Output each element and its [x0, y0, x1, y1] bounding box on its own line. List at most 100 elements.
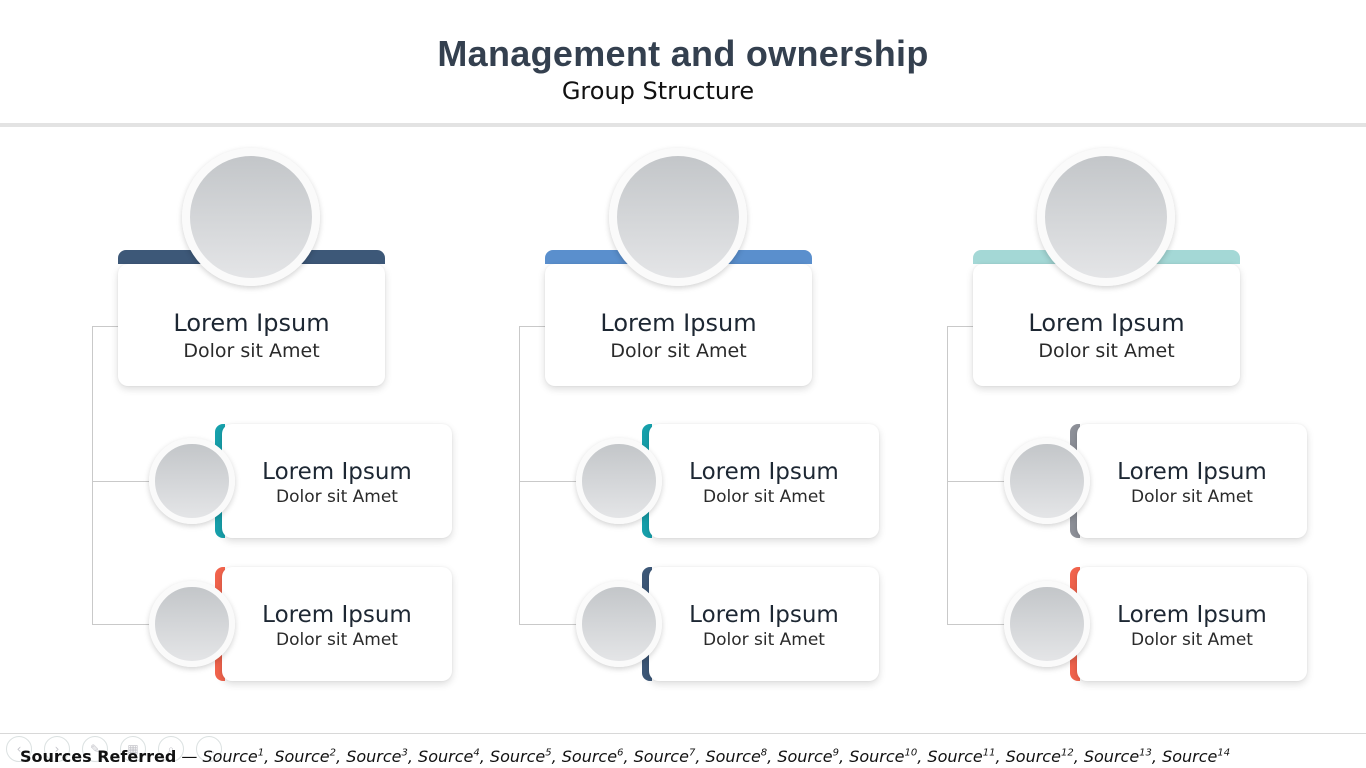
connector-branch — [92, 624, 150, 625]
connector-branch — [947, 481, 1005, 482]
connector-branch — [92, 326, 118, 327]
header-divider — [0, 123, 1366, 127]
member-card-subtitle: Dolor sit Amet — [1131, 630, 1253, 650]
avatar — [576, 581, 662, 667]
member-card-subtitle: Dolor sit Amet — [276, 630, 398, 650]
next-icon[interactable]: › — [44, 736, 70, 762]
sources-list: Source1, Source2, Source3, Source4, Sour… — [202, 747, 1230, 766]
connector-vertical — [519, 326, 520, 625]
connector-branch — [519, 481, 577, 482]
zoom-icon[interactable]: ⌕ — [158, 736, 184, 762]
member-card-title: Lorem Ipsum — [1117, 602, 1267, 628]
sources-label: Sources Referred — [20, 747, 177, 766]
source-number: 13 — [1139, 747, 1152, 759]
more-icon[interactable]: … — [196, 736, 222, 762]
source-separator: , — [839, 747, 850, 766]
connector-branch — [519, 326, 545, 327]
source-ref[interactable]: Source9 — [777, 747, 840, 766]
connector-branch — [519, 624, 577, 625]
source-separator: , — [995, 747, 1006, 766]
source-ref[interactable]: Source13 — [1083, 747, 1152, 766]
avatar — [609, 148, 747, 286]
member-card-subtitle: Dolor sit Amet — [703, 630, 825, 650]
head-card-title: Lorem Ipsum — [173, 309, 330, 337]
head-card-title: Lorem Ipsum — [600, 309, 757, 337]
source-ref[interactable]: Source4 — [418, 747, 480, 766]
member-card — [222, 424, 452, 538]
member-card — [1077, 424, 1307, 538]
source-ref[interactable]: Source6 — [561, 747, 624, 766]
prev-icon[interactable]: ‹ — [6, 736, 32, 762]
member-card-title: Lorem Ipsum — [262, 602, 412, 628]
source-number: 3 — [401, 747, 408, 759]
source-number: 1 — [257, 747, 265, 759]
source-separator: , — [1073, 747, 1084, 766]
source-number: 14 — [1217, 747, 1231, 759]
source-ref[interactable]: Source2 — [274, 747, 337, 766]
member-card — [649, 424, 879, 538]
connector-branch — [947, 326, 973, 327]
source-separator: , — [336, 747, 347, 766]
sources-footer: Sources Referred — Source1, Source2, Sou… — [20, 747, 1230, 766]
member-card-subtitle: Dolor sit Amet — [276, 487, 398, 507]
member-card-title: Lorem Ipsum — [689, 602, 839, 628]
avatar — [1004, 581, 1090, 667]
source-ref[interactable]: Source5 — [489, 747, 552, 766]
source-ref[interactable]: Source8 — [705, 747, 768, 766]
source-number: 4 — [473, 747, 480, 759]
slides-icon[interactable]: ▦ — [120, 736, 146, 762]
source-number: 6 — [617, 747, 624, 759]
connector-branch — [947, 624, 1005, 625]
source-separator: , — [623, 747, 634, 766]
avatar — [149, 581, 235, 667]
member-card-title: Lorem Ipsum — [1117, 459, 1267, 485]
source-ref[interactable]: Source10 — [849, 747, 918, 766]
source-ref[interactable]: Source12 — [1005, 747, 1074, 766]
connector-branch — [92, 481, 150, 482]
source-ref[interactable]: Source14 — [1162, 747, 1231, 766]
source-number: 12 — [1060, 747, 1074, 759]
source-number: 7 — [688, 747, 696, 759]
page-subtitle: Group Structure — [561, 77, 755, 105]
member-card-subtitle: Dolor sit Amet — [1131, 487, 1253, 507]
avatar — [576, 438, 662, 524]
source-number: 2 — [329, 747, 337, 759]
source-separator: , — [479, 747, 490, 766]
member-card — [1077, 567, 1307, 681]
footer-divider — [0, 733, 1366, 734]
member-card — [649, 567, 879, 681]
source-separator: , — [1151, 747, 1163, 766]
source-ref[interactable]: Source1 — [202, 747, 265, 766]
source-number: 11 — [982, 747, 996, 759]
source-separator: , — [695, 747, 706, 766]
head-card-title: Lorem Ipsum — [1028, 309, 1185, 337]
source-separator: , — [551, 747, 562, 766]
source-separator: , — [407, 747, 419, 766]
source-number: 9 — [832, 747, 840, 759]
source-number: 10 — [904, 747, 918, 759]
head-card-subtitle: Dolor sit Amet — [183, 340, 320, 362]
member-card — [222, 567, 452, 681]
avatar — [1004, 438, 1090, 524]
pen-icon[interactable]: ✎ — [82, 736, 108, 762]
member-card-subtitle: Dolor sit Amet — [703, 487, 825, 507]
source-number: 8 — [760, 747, 768, 759]
source-separator: , — [264, 747, 275, 766]
connector-vertical — [92, 326, 93, 625]
head-card-subtitle: Dolor sit Amet — [610, 340, 747, 362]
source-ref[interactable]: Source3 — [346, 747, 408, 766]
page-title: Management and ownership — [437, 33, 929, 74]
source-ref[interactable]: Source7 — [633, 747, 696, 766]
sources-separator: — — [176, 747, 203, 766]
head-card-subtitle: Dolor sit Amet — [1038, 340, 1175, 362]
source-number: 5 — [545, 747, 552, 759]
member-card-title: Lorem Ipsum — [262, 459, 412, 485]
avatar — [1037, 148, 1175, 286]
member-card-title: Lorem Ipsum — [689, 459, 839, 485]
source-separator: , — [917, 747, 928, 766]
source-separator: , — [767, 747, 778, 766]
source-ref[interactable]: Source11 — [927, 747, 996, 766]
avatar — [182, 148, 320, 286]
avatar — [149, 438, 235, 524]
connector-vertical — [947, 326, 948, 625]
